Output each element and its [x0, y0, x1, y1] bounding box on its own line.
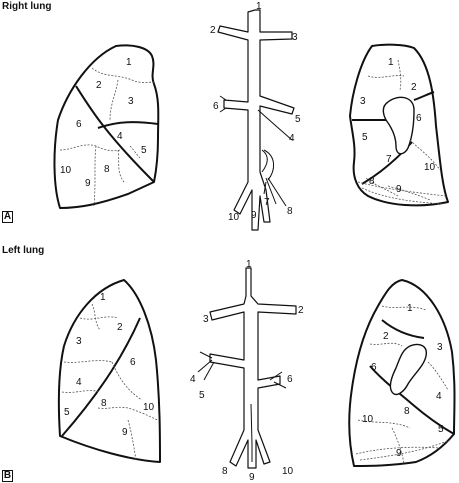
left-bronchial-tree: 1 2 3 4 5 6 8 9 10: [190, 259, 304, 483]
left-lateral-label-2: 2: [117, 322, 123, 333]
left-lateral-label-6: 6: [130, 357, 136, 368]
right-medial-label-5: 5: [362, 132, 368, 143]
right-medial-label-7: 7: [386, 154, 392, 165]
left-bronchus-label-4: 4: [190, 374, 196, 385]
right-lateral-label-1: 1: [126, 57, 132, 68]
left-lateral-label-9: 9: [122, 427, 128, 438]
left-medial-label-10: 10: [362, 414, 374, 425]
right-medial-label-10: 10: [424, 162, 436, 173]
left-lateral-label-10: 10: [143, 402, 155, 413]
right-medial-label-2: 2: [411, 82, 417, 93]
right-lung-title: Right lung: [2, 1, 52, 12]
right-lateral-label-10: 10: [60, 165, 72, 176]
right-lateral-label-5: 5: [141, 145, 147, 156]
right-lateral-label-9: 9: [85, 178, 91, 189]
right-lateral-label-8: 8: [104, 164, 110, 175]
right-medial-label-1: 1: [388, 57, 394, 68]
right-bronchus-label-3: 3: [292, 32, 298, 43]
left-bronchus-label-5: 5: [199, 390, 205, 401]
right-medial-label-8: 8: [369, 176, 375, 187]
right-bronchus-label-2: 2: [210, 25, 216, 36]
right-lateral-label-4: 4: [117, 131, 123, 142]
right-lung-lateral-view: 1 2 3 6 4 5 10 9 8: [53, 44, 160, 209]
left-bronchus-label-10: 10: [282, 466, 294, 477]
right-bronchus-label-7: 7: [264, 197, 270, 208]
right-bronchus-label-5: 5: [295, 114, 301, 125]
right-bronchial-tree: 1 2 3 6 5 4 7 10 9 8: [210, 1, 301, 231]
left-medial-label-1: 1: [407, 303, 413, 314]
right-bronchus-label-1: 1: [256, 1, 262, 12]
left-bronchus-label-8: 8: [222, 466, 228, 477]
right-bronchus-label-4: 4: [289, 133, 295, 144]
right-bronchus-label-8: 8: [287, 206, 293, 217]
left-lateral-label-5: 5: [64, 407, 70, 418]
left-medial-label-5: 5: [438, 424, 444, 435]
left-medial-label-8: 8: [404, 406, 410, 417]
right-bronchus-label-9: 9: [251, 210, 257, 221]
right-medial-label-9: 9: [396, 184, 402, 195]
left-bronchus-label-9: 9: [249, 472, 255, 483]
left-lung-medial-view: 1 2 3 6 4 10 8 5 9: [348, 279, 456, 467]
panel-label-b: B: [2, 470, 13, 482]
left-lateral-label-1: 1: [100, 292, 106, 303]
left-medial-label-6: 6: [371, 362, 377, 373]
left-lung-title: Left lung: [2, 245, 45, 256]
left-lateral-label-4: 4: [76, 377, 82, 388]
left-bronchus-label-6: 6: [287, 374, 293, 385]
right-lateral-label-2: 2: [96, 80, 102, 91]
left-lateral-label-8: 8: [101, 398, 107, 409]
left-medial-label-4: 4: [436, 391, 442, 402]
right-lung-medial-view: 1 2 3 6 5 7 10 8 9: [349, 43, 449, 207]
left-bronchus-label-1: 1: [246, 259, 252, 270]
left-medial-label-9: 9: [396, 448, 402, 459]
panel-label-a: A: [2, 211, 13, 223]
left-lateral-label-3: 3: [76, 336, 82, 347]
right-medial-label-6: 6: [416, 113, 422, 124]
left-medial-label-2: 2: [383, 331, 389, 342]
left-lung-lateral-view: 1 2 3 6 4 8 5 10 9: [57, 279, 161, 463]
left-bronchus-label-2: 2: [298, 305, 304, 316]
right-medial-label-3: 3: [360, 96, 366, 107]
right-lateral-label-3: 3: [128, 96, 134, 107]
right-bronchus-label-10: 10: [228, 212, 240, 223]
right-lateral-label-6: 6: [76, 119, 82, 130]
right-bronchus-label-6: 6: [213, 101, 219, 112]
left-bronchus-label-3: 3: [203, 314, 209, 325]
left-medial-label-3: 3: [437, 342, 443, 353]
